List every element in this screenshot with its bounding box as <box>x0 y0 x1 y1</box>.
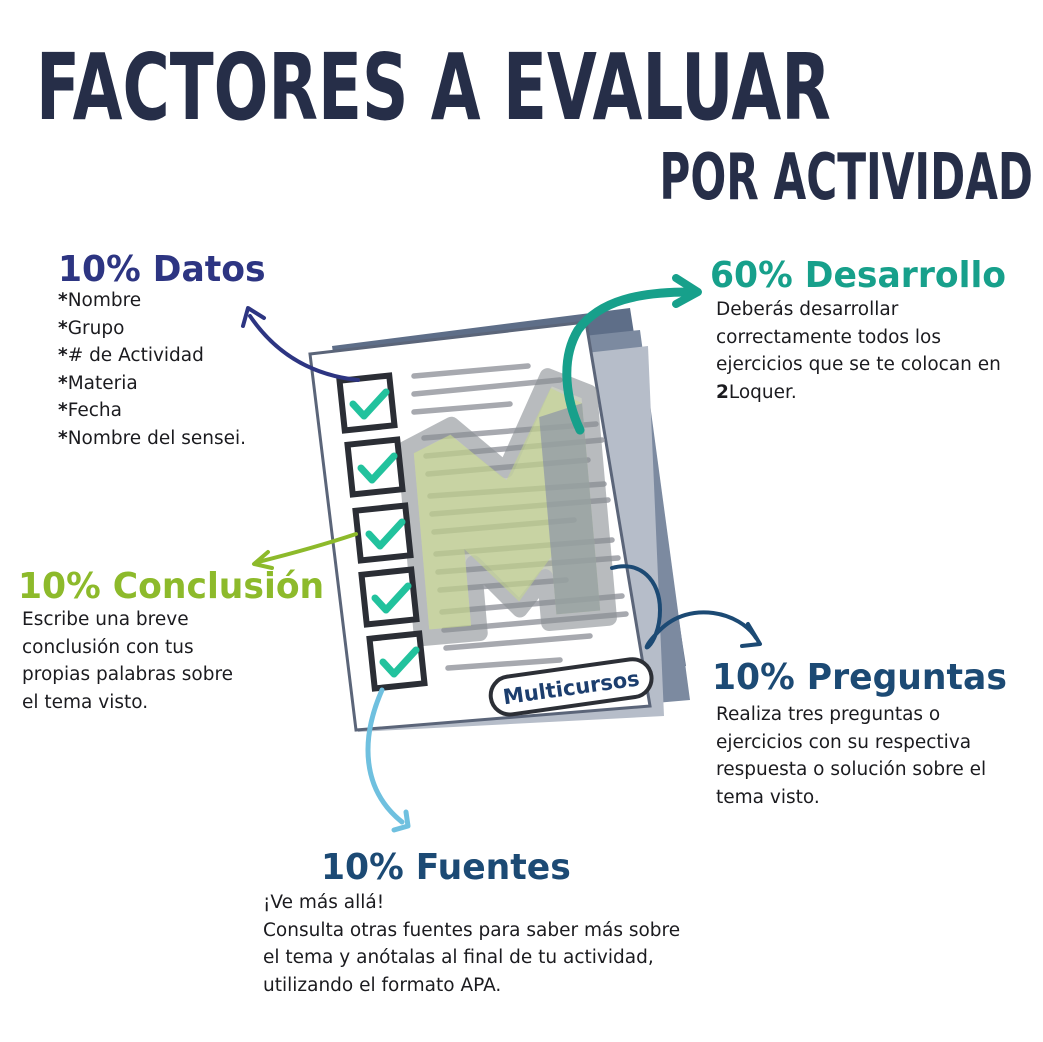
desarrollo-text-bold: 2 <box>716 381 729 403</box>
preguntas-heading: 10% Preguntas <box>712 657 1007 698</box>
curved-arrow-icon <box>562 287 695 435</box>
checkmark-icon <box>357 452 398 484</box>
curved-arrow-icon <box>610 564 758 650</box>
page-subtitle: POR ACTIVIDAD <box>659 141 1033 215</box>
conclusion-heading: 10% Conclusión <box>18 566 325 607</box>
desarrollo-heading: 60% Desarrollo <box>710 255 1007 296</box>
fuentes-line-1: ¡Ve más allá! <box>263 892 385 913</box>
desarrollo-text-end: Loquer. <box>728 381 797 403</box>
curved-arrow-icon <box>256 532 358 564</box>
fuentes-description: ¡Ve más allá! Consulta otras fuentes par… <box>263 889 683 999</box>
page-title: FACTORES A EVALUAR <box>36 34 831 141</box>
checkbox-4 <box>358 566 420 628</box>
checkbox-3 <box>352 502 414 564</box>
desarrollo-description: Deberás desarrollar correctamente todos … <box>716 296 1016 406</box>
list-item: Grupo <box>58 315 246 343</box>
fuentes-heading: 10% Fuentes <box>321 847 571 888</box>
list-item: Materia <box>58 370 246 398</box>
checkmark-icon <box>379 646 420 678</box>
checkbox-5 <box>366 630 428 692</box>
curved-arrow-icon <box>248 314 360 382</box>
conclusion-description: Escribe una breve conclusión con tus pro… <box>22 609 234 713</box>
list-item: Nombre del sensei. <box>58 425 246 453</box>
list-item: Nombre <box>58 287 246 315</box>
fuentes-line-2: Consulta otras fuentes para saber más so… <box>263 919 681 996</box>
checkbox-1 <box>336 372 398 434</box>
datos-list: Nombre Grupo # de Actividad Materia Fech… <box>58 287 246 452</box>
curved-arrow-icon <box>365 687 405 825</box>
multicursos-logo: Multicursos <box>488 657 654 717</box>
checkmark-icon <box>365 518 406 550</box>
checkbox-list <box>336 372 428 692</box>
desarrollo-text: Deberás desarrollar correctamente todos … <box>716 299 1001 375</box>
list-item: # de Actividad <box>58 342 246 370</box>
datos-heading: 10% Datos <box>58 249 266 290</box>
preguntas-description: Realiza tres preguntas o ejercicios con … <box>716 704 987 808</box>
m-letter-icon <box>397 368 617 647</box>
checkbox-2 <box>344 436 406 498</box>
list-item: Fecha <box>58 397 246 425</box>
checkmark-icon <box>371 582 412 614</box>
checkmark-icon <box>349 388 390 420</box>
